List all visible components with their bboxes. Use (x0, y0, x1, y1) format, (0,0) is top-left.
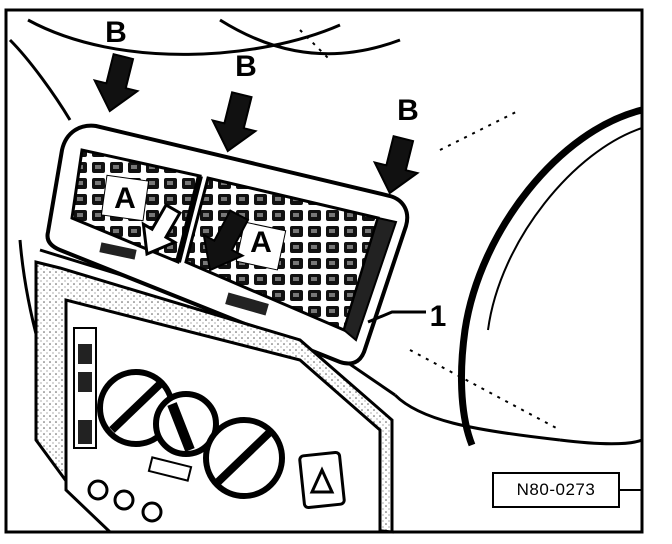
leader-line-part-1 (367, 310, 426, 324)
steering-wheel-rim (457, 106, 643, 447)
label-a-right: A (250, 226, 272, 259)
figure-reference-number: N80-0273 (492, 472, 620, 508)
dashboard-dotted-edge (299, 29, 561, 431)
label-part-1: 1 (430, 300, 447, 333)
arrow-b-left (92, 53, 140, 113)
label-b-right: B (397, 94, 419, 127)
control-knob-right (203, 417, 285, 499)
arrow-a-left (141, 202, 182, 257)
label-b-left: B (105, 16, 127, 49)
label-b-center: B (235, 50, 257, 83)
hazard-button (298, 450, 346, 510)
control-knob-center (153, 391, 219, 457)
arrow-b-right (372, 135, 420, 195)
vent-end-cap (342, 216, 398, 342)
arrow-b-center (210, 91, 258, 153)
vent-clip-left (99, 242, 137, 260)
console-switches (87, 456, 193, 523)
vent-clip-right (225, 292, 269, 316)
arrow-a-right (202, 209, 250, 272)
label-a-left: A (114, 182, 136, 215)
